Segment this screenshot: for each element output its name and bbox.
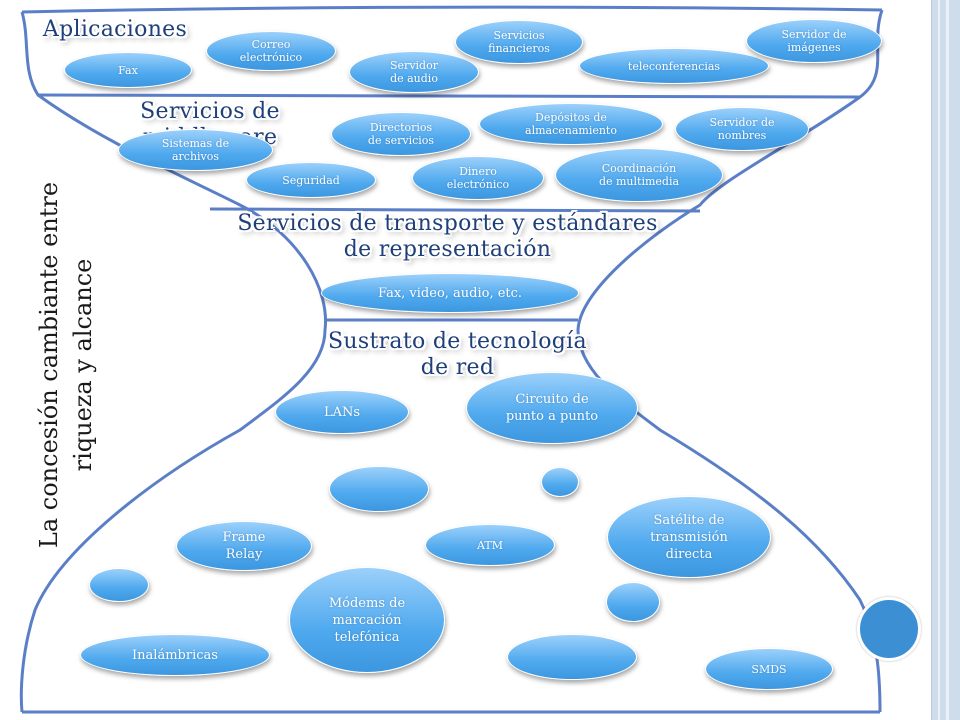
side-label: La concesión cambiante entre riqueza y a… <box>32 135 112 595</box>
heading-transporte: Servicios de transporte y estándares de … <box>235 211 660 263</box>
bubble-smds: SMDS <box>705 648 833 690</box>
bubble-empty-1 <box>329 466 429 512</box>
bubble-seguridad: Seguridad <box>246 162 376 198</box>
slide-right-rail <box>931 0 960 720</box>
bubble-teleconferencias: teleconferencias <box>579 48 769 84</box>
bubble-atm: ATM <box>425 524 555 566</box>
heading-sustrato: Sustrato de tecnología de red <box>325 329 590 381</box>
middleware-divider <box>209 207 701 213</box>
bubble-empty-2 <box>541 467 579 497</box>
bubble-empty-5 <box>507 634 637 680</box>
side-label-line2: riqueza y alcance <box>69 258 97 472</box>
decorative-blue-dot <box>857 597 921 661</box>
bubble-fax: Fax <box>64 52 192 88</box>
bubble-inalambricas: Inalámbricas <box>80 634 270 676</box>
heading-aplicaciones: Aplicaciones <box>42 17 188 42</box>
heading-sustrato-line2: de red <box>420 355 495 380</box>
heading-sustrato-line1: Sustrato de tecnología <box>328 329 587 354</box>
heading-transporte-line1: Servicios de transporte y estándares <box>237 211 658 236</box>
bubble-lans: LANs <box>275 390 409 434</box>
bubble-fax-video-audio: Fax, video, audio, etc. <box>321 273 579 313</box>
bubble-empty-4 <box>606 582 660 622</box>
heading-transporte-line2: de representación <box>343 237 552 262</box>
apps-divider <box>37 93 861 99</box>
bubble-empty-3 <box>89 568 149 602</box>
side-label-line1: La concesión cambiante entre <box>35 181 63 549</box>
